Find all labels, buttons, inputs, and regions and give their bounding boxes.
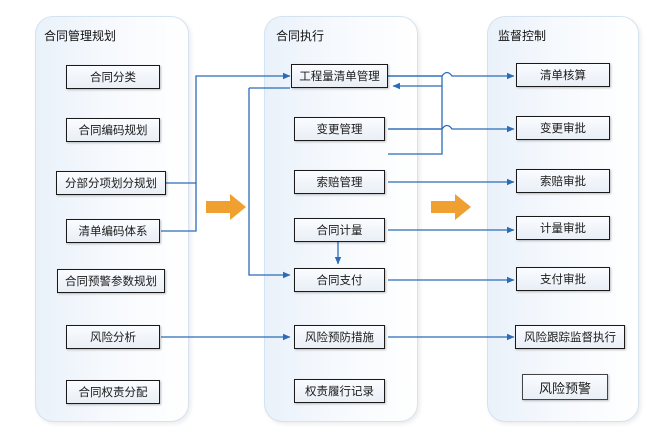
box-change-approval: 变更审批 xyxy=(516,116,610,140)
box-contract-measurement: 合同计量 xyxy=(294,218,385,242)
box-payment-approval: 支付审批 xyxy=(516,267,610,291)
box-claim-approval: 索赔审批 xyxy=(516,169,610,193)
control-title: 监督控制 xyxy=(498,29,547,43)
box-contract-coding-plan: 合同编码规划 xyxy=(66,118,160,142)
connector-bill-to-audit xyxy=(388,71,515,80)
box-contract-classification: 合同分类 xyxy=(66,65,160,89)
connector-codes-to-merge xyxy=(161,183,197,232)
box-risk-analysis: 风险分析 xyxy=(66,325,160,349)
box-rights-allocation: 合同权责分配 xyxy=(66,380,160,404)
connector-wbs-to-bill xyxy=(161,72,291,184)
box-risk-prevention: 风险预防措施 xyxy=(294,325,385,349)
box-warning-parameter-plan: 合同预警参数规划 xyxy=(57,269,165,293)
planning-title: 合同管理规划 xyxy=(44,29,117,43)
box-wbs-division-plan: 分部分项划分规划 xyxy=(56,171,166,195)
box-rights-performance-record: 权责履行记录 xyxy=(294,379,385,403)
box-bill-audit: 清单核算 xyxy=(516,63,610,87)
box-bill-coding-system: 清单编码体系 xyxy=(66,219,160,243)
block-arrow-right xyxy=(431,194,471,220)
box-risk-warning: 风险预警 xyxy=(522,374,608,400)
connector-bill-to-claim-loop xyxy=(388,75,443,155)
box-bill-of-quantities-management: 工程量清单管理 xyxy=(291,64,388,88)
box-change-management: 变更管理 xyxy=(294,117,385,141)
execution-title: 合同执行 xyxy=(276,29,325,43)
box-contract-payment: 合同支付 xyxy=(294,268,385,292)
box-measurement-approval: 计量审批 xyxy=(516,216,610,240)
connector-left-spine-to-payment xyxy=(248,88,291,279)
connector-change-to-approval xyxy=(388,124,515,133)
box-risk-tracking-supervision: 风险跟踪监督执行 xyxy=(515,325,625,349)
box-claim-management: 索赔管理 xyxy=(294,170,385,194)
block-arrow-left xyxy=(206,194,246,220)
